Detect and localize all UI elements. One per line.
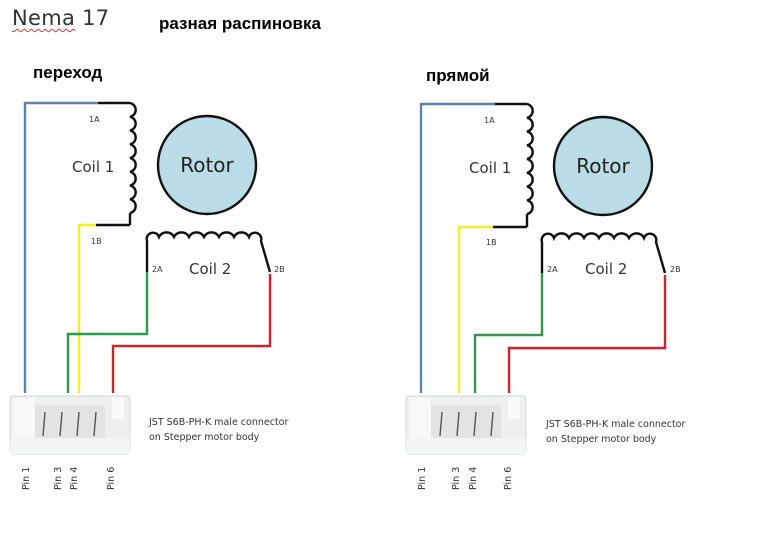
model-title: Nema 17: [12, 6, 109, 30]
terminal-1b: 1B: [91, 237, 102, 246]
jst-connector: [9, 395, 131, 455]
coil-1-winding: [96, 101, 137, 227]
wire-blue-1a: [23, 101, 98, 393]
terminal-2a: 2A: [152, 265, 163, 274]
jst-connector: [405, 395, 527, 455]
coil-1-winding: [493, 102, 534, 229]
pin-label: Pin 1: [21, 467, 32, 490]
variant-label: прямой: [426, 66, 490, 85]
terminal-2a: 2A: [547, 265, 558, 274]
wire-green-2a: [66, 272, 149, 393]
terminal-1a: 1A: [484, 116, 495, 125]
wire-red-2b: [111, 274, 272, 393]
rotor-label: Rotor: [576, 154, 630, 178]
pin-label: Pin 6: [503, 467, 514, 490]
pin-label: Pin 6: [106, 467, 117, 490]
coil-2-label: Coil 2: [585, 260, 627, 278]
pin-label: Pin 4: [69, 467, 80, 490]
pin-label: Pin 4: [468, 467, 479, 490]
wire-green-2a: [473, 273, 544, 393]
model-prefix: Nema: [12, 6, 76, 30]
pin-label: Pin 1: [417, 467, 428, 490]
connector-caption-line2: on Stepper motor body: [149, 432, 260, 443]
coil-2-winding: [145, 231, 272, 273]
pin-label: Pin 3: [451, 467, 462, 490]
pin-label: Pin 3: [53, 467, 64, 490]
rotor: [156, 114, 258, 216]
model-number: 17: [75, 6, 110, 30]
connector-caption-line1: JST S6B-PH-K male connector: [148, 417, 288, 428]
page-title: разная распиновка: [159, 14, 321, 33]
terminal-2b: 2B: [274, 265, 285, 274]
schematic: Rotor Coil 1 Coil 2 1A 1B 2A 2B JST S6B-…: [405, 102, 685, 490]
connector-caption-line2: on Stepper motor body: [546, 434, 657, 445]
schematic: Rotor Coil 1 Coil 2 1A 1B 2A 2B JST S6B-…: [9, 101, 288, 490]
terminal-2b: 2B: [670, 265, 681, 274]
wiring-diagram-crossover: переход Rotor Coil 1 Coil 2 1A 1B 2A 2B: [9, 63, 288, 490]
wire-yellow-1b: [77, 223, 96, 393]
coil-2-winding: [540, 232, 667, 274]
terminal-1a: 1A: [89, 115, 100, 124]
wire-blue-1a: [419, 102, 495, 393]
coil-1-label: Coil 1: [469, 159, 511, 177]
wiring-diagram-straight: прямой Rotor Coil 1 Coil 2 1A 1B 2A 2B J…: [396, 0, 768, 533]
terminal-1b: 1B: [486, 238, 497, 247]
coil-2-label: Coil 2: [189, 260, 231, 278]
connector-caption-line1: JST S6B-PH-K male connector: [545, 419, 685, 430]
variant-label: переход: [33, 63, 103, 82]
rotor-label: Rotor: [180, 153, 234, 177]
rotor: [552, 115, 654, 217]
wire-red-2b: [507, 275, 667, 393]
wire-yellow-1b: [457, 225, 493, 393]
coil-1-label: Coil 1: [72, 158, 114, 176]
